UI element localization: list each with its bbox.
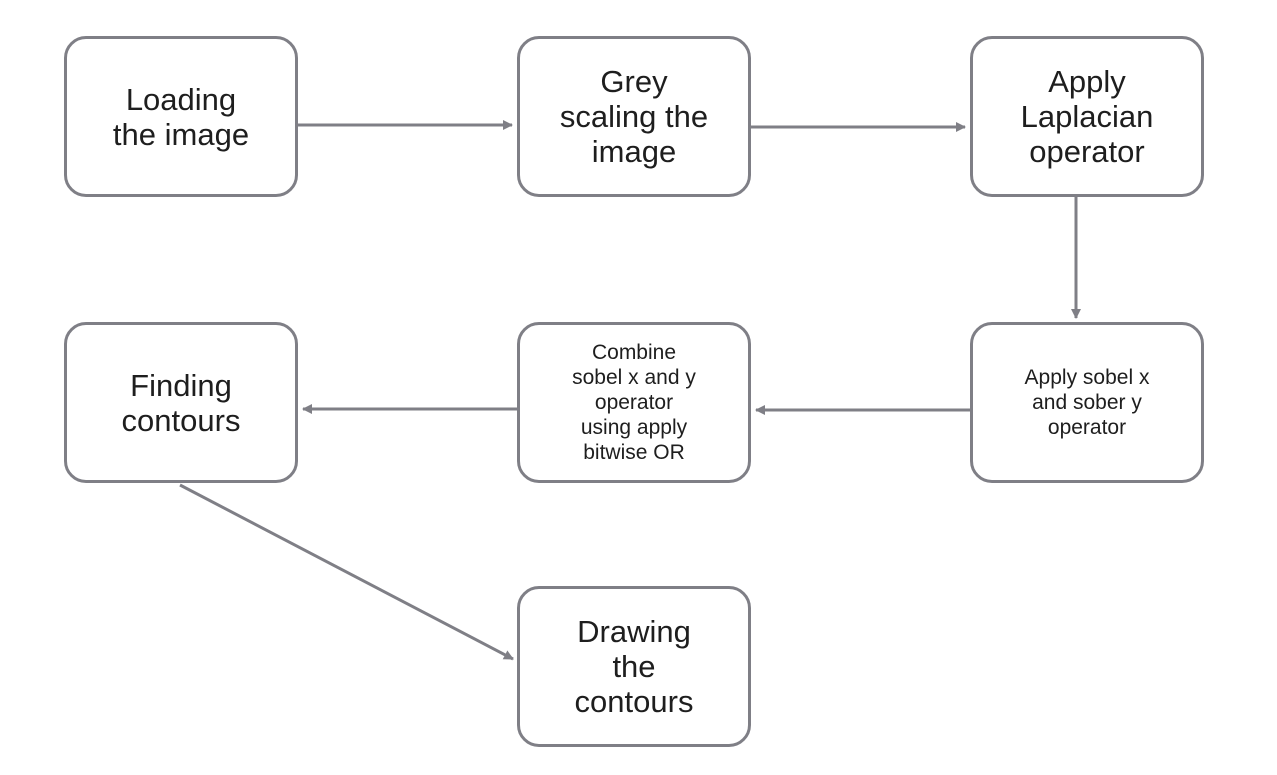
node-loading-the-image: Loading the image (64, 36, 298, 197)
node-label: Apply Laplacian operator (1020, 64, 1154, 169)
node-label: Apply sobel x and sober y operator (1024, 366, 1150, 439)
node-finding-contours: Finding contours (64, 322, 298, 483)
arrow-find-to-draw (179, 483, 514, 661)
node-drawing-contours: Drawing the contours (517, 586, 751, 747)
node-label: Grey scaling the image (559, 64, 709, 169)
node-label: Finding contours (121, 367, 241, 438)
node-label: Drawing the contours (574, 614, 694, 719)
node-apply-sobel: Apply sobel x and sober y operator (970, 322, 1204, 483)
node-label: Loading the image (112, 81, 250, 152)
node-combine-sobel: Combine sobel x and y operator using app… (517, 322, 751, 483)
node-apply-laplacian: Apply Laplacian operator (970, 36, 1204, 197)
node-grey-scaling: Grey scaling the image (517, 36, 751, 197)
node-label: Combine sobel x and y operator using app… (572, 341, 696, 464)
